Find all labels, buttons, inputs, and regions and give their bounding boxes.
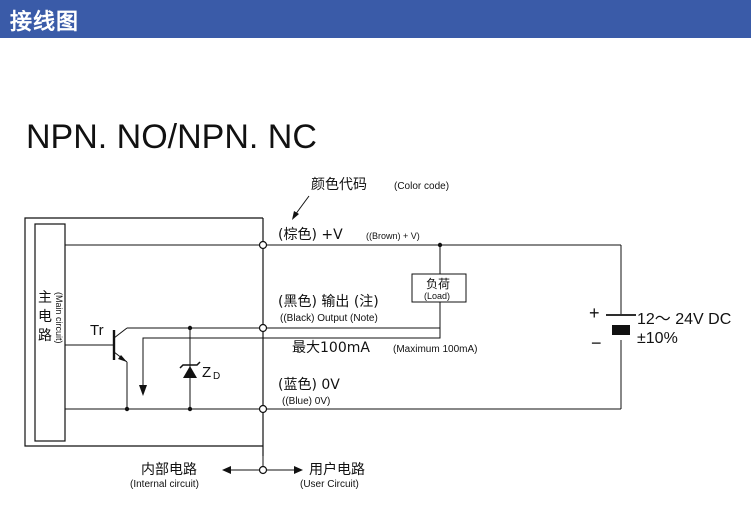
supply-voltage: 12～ 24V DC (637, 311, 731, 328)
max-current-label: 最大100mA (292, 340, 370, 356)
current-path (142, 328, 441, 388)
color-code-label: 颜色代码 (311, 176, 367, 193)
blue-label: (蓝色) 0V (278, 376, 340, 393)
brown-label-en: ((Brown) + V) (366, 231, 420, 241)
main-circuit-box (34, 223, 66, 442)
load-box (411, 273, 467, 303)
max-current-label-en: (Maximum 100mA) (393, 344, 477, 355)
legend-terminal (258, 465, 268, 475)
zener-label-sub: D (213, 371, 220, 382)
blue-label-en: ((Blue) 0V) (282, 396, 330, 407)
zener-label: Z (202, 364, 211, 381)
main-circuit-label-en: (Main circuit) (54, 292, 64, 344)
main-circuit-char-3: 路 (38, 328, 52, 344)
black-terminal (258, 323, 268, 333)
current-arrowhead (139, 385, 147, 396)
zener-bar (179, 361, 201, 369)
supply-plus: + (589, 303, 600, 323)
blue-terminal (258, 404, 268, 414)
legend-arrow-left (222, 466, 231, 474)
section-header: 接线图 (0, 0, 751, 38)
emitter-arrow (118, 355, 127, 362)
main-circuit-char-1: 主 (38, 290, 52, 306)
transistor-label: Tr (90, 322, 104, 339)
color-code-pointer (294, 195, 310, 216)
zener-bottom-junction (187, 406, 193, 412)
main-circuit-char-2: 电 (38, 309, 52, 325)
user-circuit-label: 用户电路 (309, 461, 365, 478)
black-label: (黑色) 输出 (注) (278, 293, 379, 310)
brown-label: (棕色) +V (278, 226, 343, 243)
supply-tolerance: ±10% (637, 330, 678, 347)
brown-terminal (258, 240, 268, 250)
internal-circuit-label-en: (Internal circuit) (130, 479, 199, 490)
section-title: 接线图 (10, 10, 80, 35)
black-label-en: ((Black) Output (Note) (280, 313, 378, 324)
color-code-arrowhead (292, 211, 299, 220)
user-circuit-label-en: (User Circuit) (300, 479, 359, 490)
load-label-en: (Load) (424, 291, 450, 301)
sensor-housing (24, 217, 263, 447)
battery-plate-short (612, 325, 630, 335)
color-code-label-en: (Color code) (394, 181, 449, 192)
diagram-title: NPN. NO/NPN. NC (26, 118, 317, 156)
transistor-collector (113, 327, 128, 339)
supply-minus: − (591, 333, 602, 353)
load-label: 负荷 (426, 277, 450, 291)
legend-arrow-right (294, 466, 303, 474)
emitter-junction (124, 406, 130, 412)
zener-symbol (183, 366, 197, 378)
internal-circuit-label: 内部电路 (141, 462, 197, 478)
